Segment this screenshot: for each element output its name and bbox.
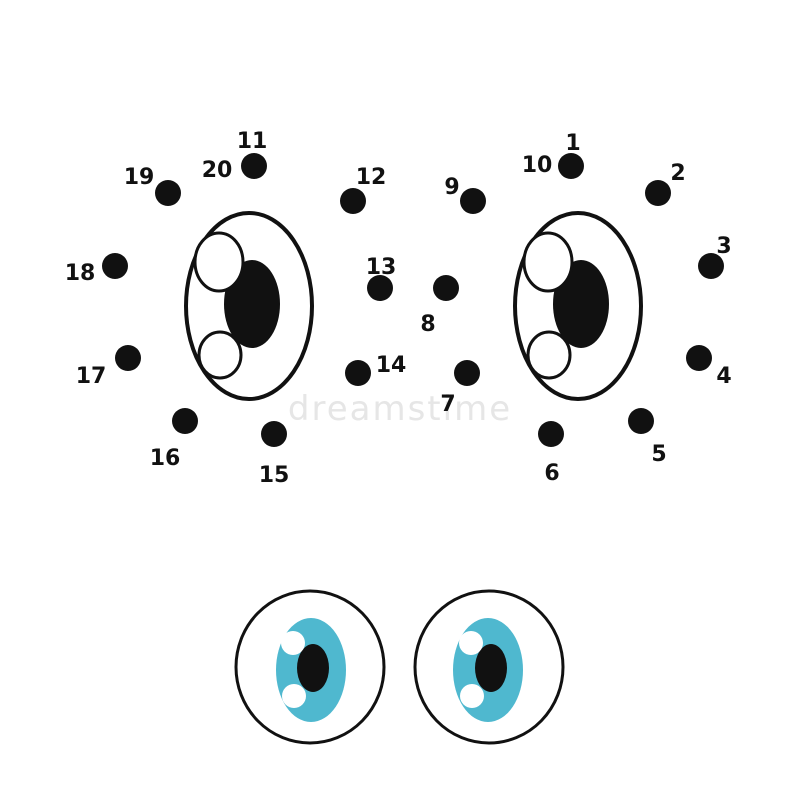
dot-16	[172, 408, 198, 434]
top-eyes-icon	[184, 211, 643, 401]
dot-label-17: 17	[76, 364, 107, 389]
dot-4	[686, 345, 712, 371]
dot-11	[241, 153, 267, 179]
dot-19	[155, 180, 181, 206]
dot-label-6: 6	[544, 461, 559, 486]
dot-label-18: 18	[65, 261, 96, 286]
dot-label-15: 15	[259, 463, 290, 488]
bottom-right-eye-icon	[413, 589, 565, 745]
dot-15	[261, 421, 287, 447]
dot-label-5: 5	[651, 442, 666, 467]
bottom-left-eye-icon	[234, 589, 386, 745]
dot-label-7: 7	[440, 392, 455, 417]
dot-label-2: 2	[670, 161, 685, 186]
dot-label-9: 9	[444, 175, 459, 200]
dot-1	[558, 153, 584, 179]
dot-label-11: 11	[237, 129, 268, 154]
bottom-eyes-icon	[234, 589, 565, 745]
dot-6	[538, 421, 564, 447]
dot-label-3: 3	[716, 234, 731, 259]
top-left-eye-icon	[184, 211, 314, 401]
dot-label-19: 19	[124, 165, 155, 190]
watermark-text: dreamstime	[288, 389, 512, 429]
dot-2	[645, 180, 671, 206]
dot-5	[628, 408, 654, 434]
dot-9	[460, 188, 486, 214]
dot-label-20: 20	[202, 158, 233, 183]
dot-label-12: 12	[356, 165, 387, 190]
dot-label-8: 8	[420, 312, 435, 337]
dot-label-13: 13	[366, 255, 397, 280]
dot-12	[340, 188, 366, 214]
dot-label-4: 4	[716, 364, 731, 389]
dot-label-10: 10	[522, 153, 553, 178]
dot-label-16: 16	[150, 446, 181, 471]
top-right-eye-icon	[513, 211, 643, 401]
dot-label-1: 1	[565, 131, 580, 156]
dot-7	[454, 360, 480, 386]
dot-3	[698, 253, 724, 279]
dot-14	[345, 360, 371, 386]
dot-18	[102, 253, 128, 279]
dot-17	[115, 345, 141, 371]
dot-8	[433, 275, 459, 301]
dot-13	[367, 275, 393, 301]
dot-label-14: 14	[376, 353, 407, 378]
